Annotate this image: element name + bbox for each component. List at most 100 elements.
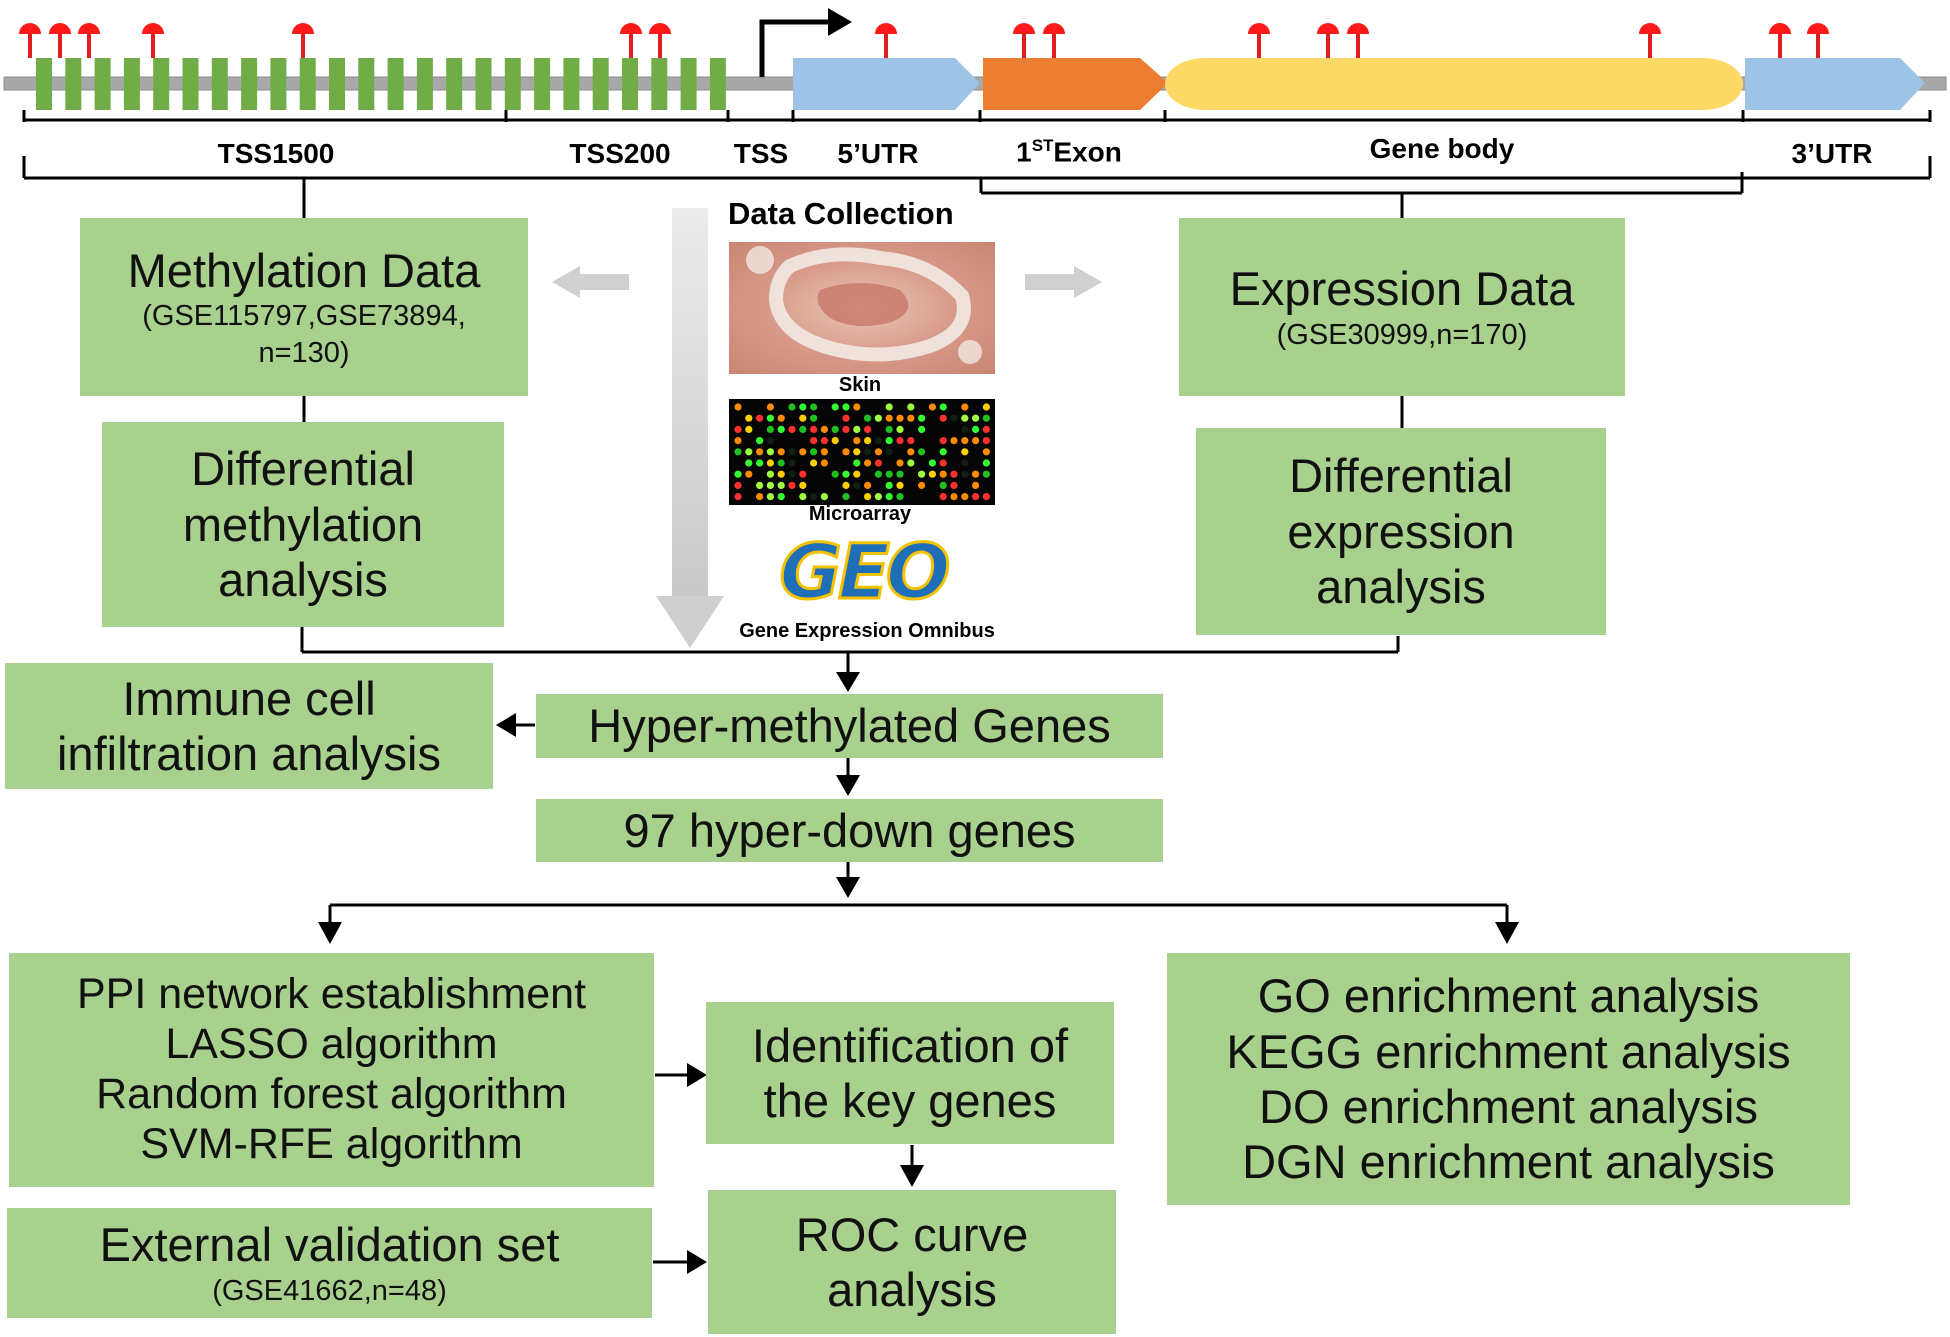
diff-expression-box: Differential expression analysis (1196, 428, 1606, 635)
cpg-bar (387, 58, 404, 110)
microarray-spot (885, 448, 893, 456)
microarray-spot (734, 403, 742, 411)
microarray-spot (896, 493, 904, 501)
geo-caption: Gene Expression Omnibus (739, 620, 995, 642)
microarray-spot (788, 481, 796, 489)
microarray-spot (961, 414, 969, 422)
microarray-spot (799, 493, 807, 501)
microarray-spot (777, 481, 785, 489)
expression-data-title: Expression Data (1229, 262, 1575, 316)
cpg-bar (94, 58, 111, 110)
microarray-spot (820, 493, 829, 501)
methylation-data-box: Methylation Data (GSE115797,GSE73894, n=… (80, 218, 528, 396)
region-label-5utr: 5’UTR (837, 138, 919, 169)
microarray-spot (766, 493, 775, 501)
microarray-spot (864, 481, 872, 489)
microarray-spot (961, 459, 969, 467)
cpg-bar (299, 58, 316, 110)
microarray-spot (896, 425, 904, 433)
enrichment-box: GO enrichment analysis KEGG enrichment a… (1167, 953, 1850, 1205)
enrichment-kegg: KEGG enrichment analysis (1226, 1024, 1791, 1078)
cpg-bar (446, 58, 463, 110)
diff-expression-line3: analysis (1316, 560, 1486, 614)
microarray-spot (810, 459, 818, 467)
microarray-spot (756, 493, 764, 501)
microarray-spot (853, 481, 861, 489)
methylation-data-detail-1: (GSE115797,GSE73894, (142, 300, 466, 333)
hyper-down-genes-label: 97 hyper-down genes (623, 803, 1076, 857)
grey-arrow-left-head (552, 266, 580, 298)
microarray-spot (874, 493, 883, 501)
microarray-spot (853, 459, 861, 467)
microarray-spot (810, 437, 818, 445)
microarray-spot (788, 448, 796, 456)
cpg-bar (651, 58, 668, 110)
external-validation-detail: (GSE41662,n=48) (212, 1274, 447, 1307)
microarray-spot (961, 437, 969, 445)
microarray-spot (939, 470, 947, 478)
microarray-spot (799, 425, 807, 433)
microarray-spot (756, 437, 764, 445)
microarray-spot (777, 448, 785, 456)
microarray-spot (777, 425, 785, 433)
lollipop-head (1347, 23, 1369, 34)
arrow-to-ml-methods (318, 922, 342, 944)
grey-arrow-left-shaft (575, 274, 629, 290)
lollipop-head (1807, 23, 1829, 34)
microarray-spot (972, 481, 980, 489)
cpg-bar (475, 58, 492, 110)
microarray-spot (799, 448, 807, 456)
microarray-spot (766, 403, 775, 411)
microarray-spot (788, 403, 796, 411)
immune-line1: Immune cell (122, 671, 376, 725)
cpg-bar (680, 58, 697, 110)
lollipop-head (19, 23, 41, 34)
cpg-island-bars (36, 58, 726, 110)
microarray-spot (939, 448, 947, 456)
cpg-bar (211, 58, 228, 110)
microarray-spot (745, 470, 753, 478)
region-label-1st-exon: 1STExon (1016, 136, 1122, 168)
microarray-spot (961, 448, 969, 456)
ml-methods-box: PPI network establishment LASSO algorith… (9, 953, 654, 1187)
enrichment-go: GO enrichment analysis (1257, 969, 1760, 1023)
microarray-spot (972, 493, 980, 501)
microarray-spot (896, 414, 904, 422)
microarray-spot (885, 470, 893, 478)
microarray-spot (982, 448, 991, 456)
lollipop-head (1769, 23, 1791, 34)
cpg-bar (534, 58, 551, 110)
microarray-spot (972, 437, 980, 445)
cpg-bar (622, 58, 638, 110)
microarray-spot (799, 403, 807, 411)
external-validation-box: External validation set (GSE41662,n=48) (7, 1208, 652, 1318)
microarray-spot (982, 414, 991, 422)
microarray-spot (885, 481, 893, 489)
region-label-tss1500: TSS1500 (217, 138, 335, 169)
lollipop-head (292, 23, 314, 34)
lollipop-head (142, 23, 164, 34)
microarray-spot (810, 425, 818, 433)
microarray-spot (734, 470, 742, 478)
lollipop-head (875, 23, 897, 34)
region-label-3utr: 3’UTR (1791, 138, 1873, 169)
skin-caption: Skin (838, 374, 882, 396)
arrow-external-to-roc (687, 1250, 707, 1274)
microarray-spot (939, 459, 947, 467)
microarray-spot (766, 481, 775, 489)
microarray-spot (810, 448, 818, 456)
microarray-spot (918, 425, 926, 433)
microarray-spot (766, 414, 775, 422)
microarray-spot (734, 425, 742, 433)
microarray-spot (842, 414, 850, 422)
microarray-spot (810, 414, 818, 422)
microarray-spot (820, 437, 829, 445)
diff-methylation-line1: Differential (191, 442, 415, 496)
key-genes-box: Identification of the key genes (706, 1002, 1114, 1144)
microarray-spot (972, 414, 980, 422)
microarray-spot (950, 414, 958, 422)
grey-arrow-right-head (1074, 266, 1102, 298)
microarray-spot (907, 459, 915, 467)
cpg-bar (182, 58, 199, 110)
microarray-spot (918, 481, 926, 489)
